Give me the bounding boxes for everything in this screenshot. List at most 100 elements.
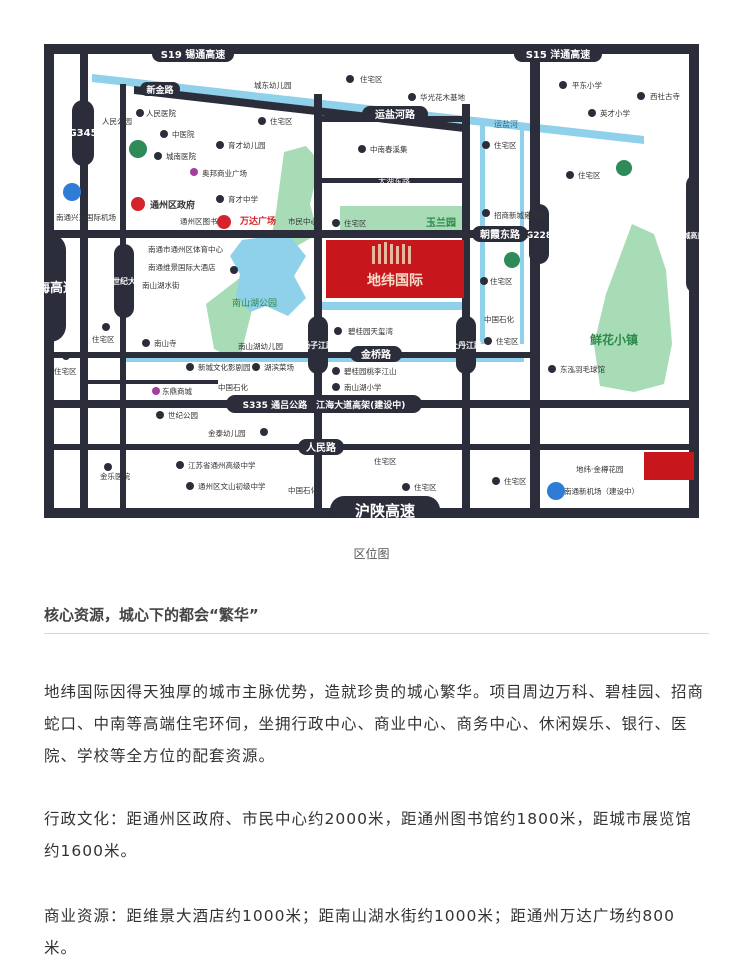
poi-aofu: 奥邦商业广场: [202, 168, 247, 178]
school-icon: [216, 195, 224, 203]
poi-wenshan: 通州区文山初级中学: [198, 481, 266, 491]
location-map: S19 锡通高速 S15 洋通高速 新金路 运盐河路 G345 G228 朝霞东…: [44, 44, 699, 518]
school-icon: [260, 428, 268, 436]
poi-zhuzhai-2: 住宅区: [270, 116, 293, 126]
paragraph-admin: 行政文化：距通州区政府、市民中心约2000米，距通州图书馆约1800米，距城市展…: [44, 810, 692, 860]
residence-icon: [62, 352, 70, 360]
poi-xiyu: 西社古寺: [650, 91, 680, 101]
renmin-badge: [298, 439, 344, 455]
shenhai-label: 沈海高速: [44, 280, 76, 296]
poi-nanshan-primary: 南山湖小学: [344, 382, 382, 392]
poi-zhuzhai-10: 住宅区: [374, 456, 397, 466]
heading-divider: [44, 633, 709, 634]
poi-jintai: 金泰幼儿园: [208, 428, 246, 438]
yunyan-badge: [362, 106, 428, 122]
poi-diwei-garden: 地纬·金樽花园: [576, 464, 623, 474]
park-icon: [156, 411, 164, 419]
poi-biguiyuan-tianji: 碧桂园天玺湾: [348, 326, 393, 336]
chaoxia-label: 朝霞东路: [480, 228, 521, 241]
hospital-icon: [160, 130, 168, 138]
sports-icon: [548, 365, 556, 373]
poi-huaguang: 华光花木基地: [420, 92, 465, 102]
market-icon: [252, 363, 260, 371]
poi-pingdong: 平东小学: [572, 80, 602, 90]
poi-zhuzhai-6: 住宅区: [490, 276, 513, 286]
paragraph-commerce: 商业资源：距维景大酒店约1000米；距南山湖水街约1000米；距通州万达广场约8…: [44, 907, 675, 957]
poi-gov: 通州区政府: [150, 199, 195, 211]
hushan-badge: [330, 496, 440, 518]
poi-nanshan-street: 南山湖水街: [142, 280, 180, 290]
tree-icon: [504, 252, 520, 268]
poi-zhongnan: 中南春溪集: [370, 144, 408, 154]
section-heading: 核心资源，城心下的都会“繁华”: [44, 606, 259, 624]
poi-zhuzhai-11: 住宅区: [414, 482, 437, 492]
chaoxia-badge: [472, 226, 528, 242]
residence-icon: [482, 141, 490, 149]
s335-badge: [226, 395, 422, 413]
taihu-label: 太湖东路: [378, 176, 410, 186]
poi-zhuzhai-9: 住宅区: [54, 366, 77, 376]
mall-icon: [152, 387, 160, 395]
poi-sinopec-1: 中国石化: [218, 382, 248, 392]
mall-icon: [190, 168, 198, 176]
poi-chengnan: 城南医院: [166, 151, 196, 161]
school-icon: [216, 141, 224, 149]
school-icon: [332, 383, 340, 391]
s15-label: S15 洋通高速: [526, 48, 591, 61]
garden-icon: [408, 93, 416, 101]
poi-weijing: 南通维景国际大酒店: [148, 262, 216, 272]
poi-zhuzhai-3: 住宅区: [494, 140, 517, 150]
poi-sports: 南通市通州区体育中心: [148, 244, 223, 254]
park-tree-icon: [129, 140, 147, 158]
poi-nanshan-temple: 南山寺: [154, 338, 177, 348]
poi-zhuzhai-7: 住宅区: [496, 336, 519, 346]
jinqiao-label: 金桥路: [360, 348, 392, 361]
poi-wanda: 万达广场: [239, 215, 276, 227]
poi-dongxin: 东鼎商城: [162, 386, 192, 396]
project-label: 地纬国际: [367, 272, 423, 289]
residence-icon: [346, 75, 354, 83]
xinshiji-badge: [114, 244, 134, 318]
poi-zhuzhai-1: 住宅区: [360, 74, 383, 84]
residence-icon: [334, 327, 342, 335]
residence-icon: [482, 209, 490, 217]
poi-chinese-hospital: 中医院: [172, 129, 195, 139]
g228-label: G228: [526, 231, 552, 241]
tree-icon: [616, 160, 632, 176]
poi-yucai-middle: 育才中学: [228, 194, 258, 204]
poi-zhuzhai-8: 住宅区: [92, 334, 115, 344]
shenhai-badge: [44, 234, 66, 342]
yunyan-label: 运盐河路: [375, 108, 416, 121]
hushan-label: 沪陕高速: [355, 502, 415, 518]
poi-yingcai: 英才小学: [600, 108, 630, 118]
temple-icon: [142, 339, 150, 347]
poi-shimin: 市民中心: [288, 216, 318, 226]
yangzi-label: 扬子江路: [302, 340, 335, 350]
poi-zhaoshang: 招商新城雍景湾: [494, 210, 547, 220]
s19-label: S19 锡通高速: [161, 48, 226, 61]
jinqiao-badge: [350, 346, 402, 362]
green-belt: [206, 146, 320, 362]
river-middle: [322, 302, 468, 310]
school-icon: [186, 482, 194, 490]
hospital-icon: [136, 109, 144, 117]
poi-golf: 东泓羽毛球馆: [560, 364, 605, 374]
diwei-garden-thumb: [644, 452, 694, 480]
residence-icon: [480, 277, 488, 285]
poi-zhuzhai-5: 住宅区: [344, 218, 367, 228]
hospital-icon: [154, 152, 162, 160]
residence-icon: [258, 117, 266, 125]
poi-sinopec-2: 中国石化: [484, 314, 514, 324]
map-canvas: S19 锡通高速 S15 洋通高速 新金路 运盐河路 G345 G228 朝霞东…: [44, 44, 699, 518]
map-icons: [62, 75, 694, 500]
star-icon: [131, 197, 145, 211]
poi-people-hospital: 人民医院: [146, 108, 176, 118]
yunyanhe-label: 运盐河: [494, 119, 518, 129]
poi-binhu: 湖滨菜场: [264, 362, 294, 372]
school-icon: [559, 81, 567, 89]
nantong-rao-label: 南通绕城高速(建设中): [662, 231, 699, 240]
residence-icon: [332, 367, 340, 375]
theater-icon: [186, 363, 194, 371]
poi-airport-east: 南通兴东国际机场: [56, 212, 116, 222]
s19-badge: [152, 46, 234, 62]
